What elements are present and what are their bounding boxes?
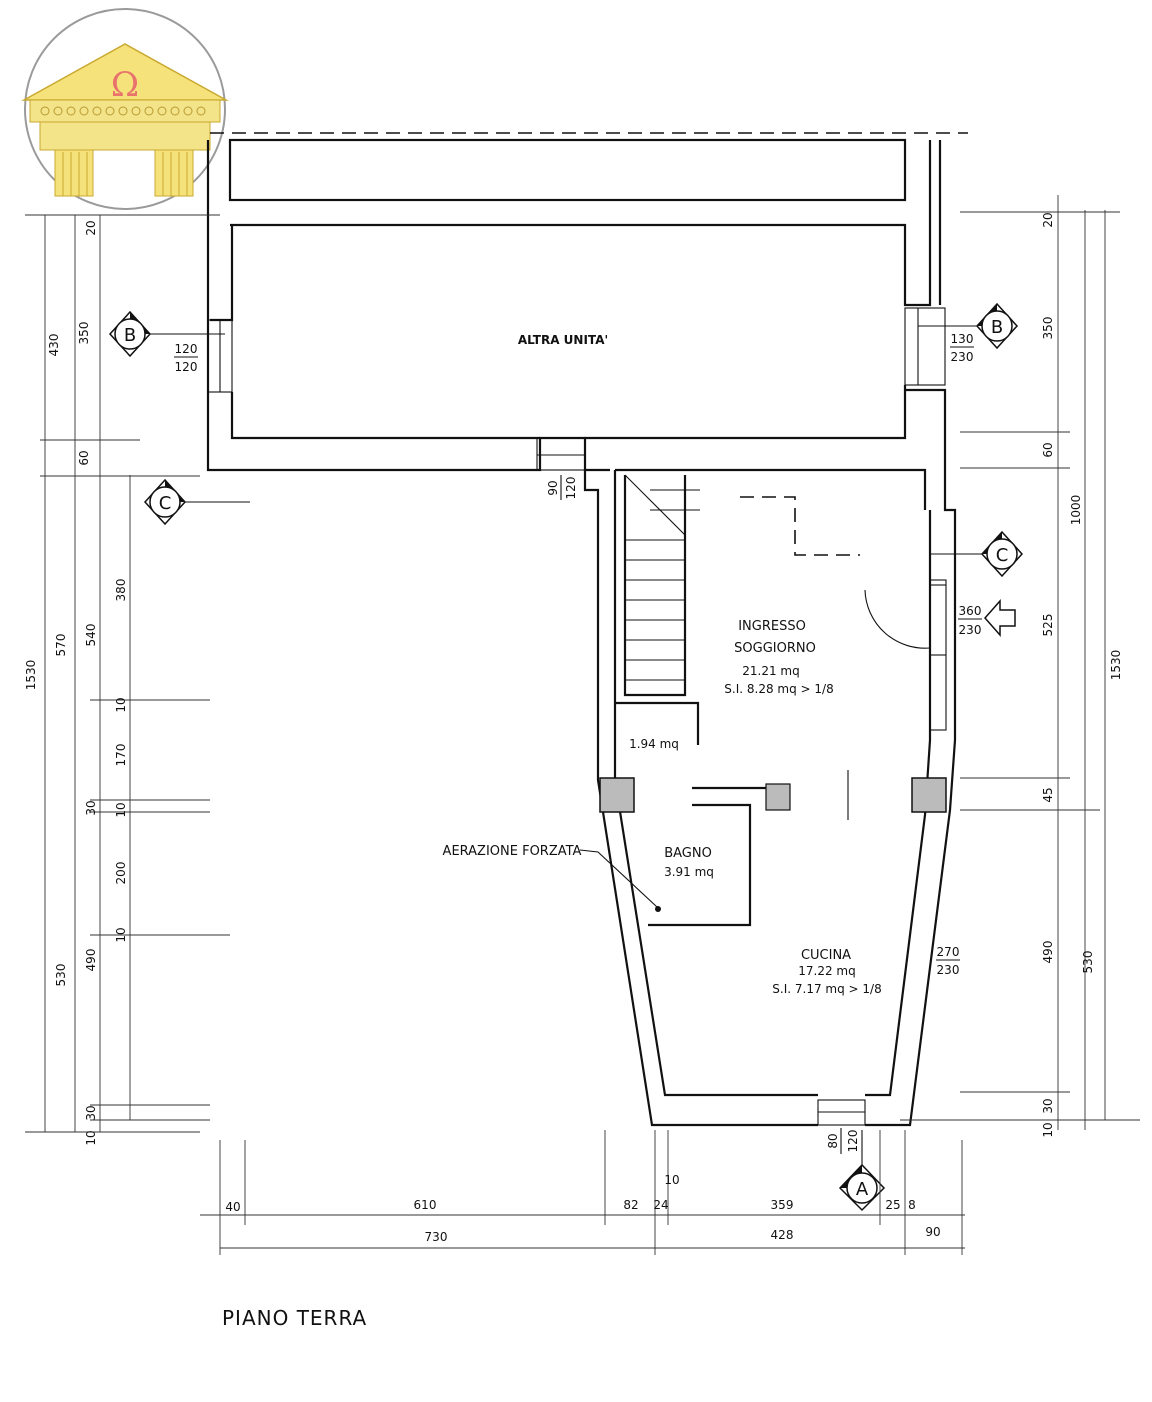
svg-text:350: 350 — [1041, 317, 1055, 340]
svg-text:30: 30 — [1041, 1098, 1055, 1113]
svg-text:10: 10 — [84, 1130, 98, 1145]
bottom-dimension-labels: 40 610 82 24 10 359 25 8 730 428 90 — [225, 1173, 940, 1244]
svg-text:380: 380 — [114, 579, 128, 602]
bottom-dimension-lines — [200, 1130, 965, 1255]
svg-text:10: 10 — [664, 1173, 679, 1187]
svg-text:80: 80 — [826, 1133, 840, 1148]
svg-text:10: 10 — [1041, 1122, 1055, 1137]
opening-labels: 120 120 130 230 360 230 270 230 90 120 8… — [174, 332, 982, 1154]
svg-text:270: 270 — [937, 945, 960, 959]
entrance-arrow-icon — [983, 599, 1016, 637]
svg-text:40: 40 — [225, 1200, 240, 1214]
svg-text:24: 24 — [653, 1198, 668, 1212]
svg-text:30: 30 — [84, 800, 98, 815]
plan-title: PIANO TERRA — [222, 1306, 367, 1330]
svg-text:B: B — [124, 325, 136, 346]
left-dimension-labels: 430 1530 530 20 350 60 570 380 540 10 17… — [24, 220, 128, 1145]
room-label-cucina: CUCINA — [801, 948, 851, 963]
svg-text:430: 430 — [47, 334, 61, 357]
svg-text:B: B — [991, 317, 1003, 338]
room-ratio-cucina: S.I. 7.17 mq > 1/8 — [772, 982, 881, 996]
svg-text:200: 200 — [114, 862, 128, 885]
room-label-soggiorno: SOGGIORNO — [734, 641, 816, 656]
svg-text:230: 230 — [937, 963, 960, 977]
svg-text:45: 45 — [1041, 787, 1055, 802]
room-label-bagno: BAGNO — [664, 846, 712, 861]
room-ratio-ingresso: S.I. 8.28 mq > 1/8 — [724, 682, 833, 696]
svg-text:8: 8 — [908, 1198, 916, 1212]
svg-text:230: 230 — [959, 623, 982, 637]
svg-text:130: 130 — [951, 332, 974, 346]
svg-text:428: 428 — [771, 1228, 794, 1242]
svg-text:120: 120 — [175, 342, 198, 356]
room-area-bagno: 3.91 mq — [664, 865, 714, 879]
section-marker-b-right: B — [918, 302, 1019, 350]
room-label-ingresso: INGRESSO — [738, 619, 806, 634]
svg-text:120: 120 — [564, 477, 578, 500]
aerazione-leader — [579, 849, 658, 908]
section-marker-c-right: C — [930, 530, 1024, 578]
svg-text:25: 25 — [885, 1198, 900, 1212]
upper-unit-walls — [206, 132, 968, 472]
logo-omega-symbol: Ω — [111, 65, 139, 105]
inner-walls — [615, 701, 849, 927]
room-area-cucina: 17.22 mq — [798, 964, 855, 978]
svg-text:530: 530 — [1081, 951, 1095, 974]
svg-text:120: 120 — [846, 1130, 860, 1153]
svg-text:610: 610 — [414, 1198, 437, 1212]
section-marker-c-left: C — [143, 478, 250, 526]
svg-text:170: 170 — [114, 744, 128, 767]
right-dimension-lines — [900, 195, 1140, 1130]
svg-text:490: 490 — [1041, 941, 1055, 964]
svg-text:1000: 1000 — [1069, 495, 1083, 526]
svg-text:C: C — [996, 545, 1009, 566]
section-marker-a: A — [838, 1130, 886, 1212]
svg-text:90: 90 — [546, 480, 560, 495]
svg-text:490: 490 — [84, 949, 98, 972]
svg-text:359: 359 — [771, 1198, 794, 1212]
svg-text:540: 540 — [84, 624, 98, 647]
svg-text:C: C — [159, 493, 172, 514]
svg-text:10: 10 — [114, 927, 128, 942]
svg-text:60: 60 — [1041, 442, 1055, 457]
room-label-altra-unita: ALTRA UNITA' — [518, 333, 608, 347]
room-area-ingresso: 21.21 mq — [742, 664, 799, 678]
svg-text:530: 530 — [54, 964, 68, 987]
svg-text:730: 730 — [425, 1230, 448, 1244]
svg-text:230: 230 — [951, 350, 974, 364]
svg-text:60: 60 — [77, 450, 91, 465]
right-dimension-labels: 20 350 60 525 45 490 30 10 1000 1530 530 — [1041, 212, 1123, 1137]
svg-text:90: 90 — [925, 1225, 940, 1239]
svg-text:30: 30 — [84, 1105, 98, 1120]
svg-text:120: 120 — [175, 360, 198, 374]
svg-text:20: 20 — [84, 220, 98, 235]
left-dimension-lines — [25, 214, 230, 1133]
svg-text:10: 10 — [114, 802, 128, 817]
svg-text:360: 360 — [959, 604, 982, 618]
svg-text:570: 570 — [54, 634, 68, 657]
room-area-disimpegno: 1.94 mq — [629, 737, 679, 751]
section-marker-b-left: B — [108, 310, 225, 358]
company-logo: Ω — [21, 8, 229, 210]
svg-text:1530: 1530 — [1109, 650, 1123, 681]
svg-text:82: 82 — [623, 1198, 638, 1212]
svg-text:20: 20 — [1041, 212, 1055, 227]
aerazione-vent-icon — [655, 906, 661, 912]
svg-text:1530: 1530 — [24, 660, 38, 691]
svg-text:10: 10 — [114, 697, 128, 712]
stairs — [623, 474, 860, 697]
svg-text:A: A — [856, 1179, 869, 1200]
svg-text:525: 525 — [1041, 614, 1055, 637]
svg-text:350: 350 — [77, 322, 91, 345]
note-aerazione-forzata: AERAZIONE FORZATA — [443, 844, 582, 859]
apartment-walls — [583, 388, 957, 1127]
